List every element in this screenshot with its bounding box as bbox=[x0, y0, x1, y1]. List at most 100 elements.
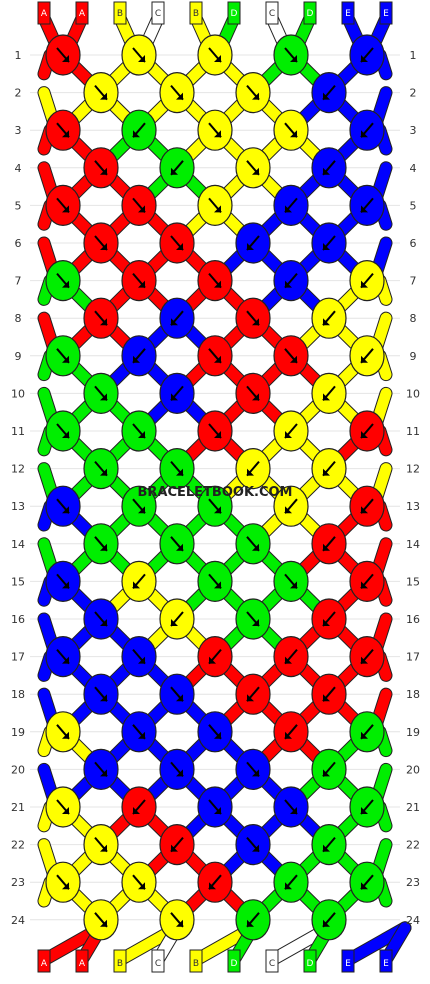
knot bbox=[197, 410, 233, 452]
arrow-head-icon bbox=[100, 393, 107, 401]
knot bbox=[349, 635, 385, 678]
knot bbox=[197, 109, 233, 151]
arrow-head-icon bbox=[323, 393, 330, 401]
arrow-head-icon bbox=[133, 355, 140, 363]
arrow-head-icon bbox=[214, 581, 221, 589]
strand-label-top: C bbox=[155, 9, 161, 19]
arrow-head-icon bbox=[176, 769, 183, 777]
arrow-head-icon bbox=[62, 506, 69, 514]
strand-bottom-tail bbox=[189, 949, 203, 973]
knot bbox=[121, 560, 157, 603]
row-number-left: 18 bbox=[11, 688, 25, 701]
knot bbox=[273, 861, 309, 903]
knot bbox=[83, 899, 119, 941]
arrow-head-icon bbox=[247, 243, 254, 250]
strand-label-top: A bbox=[79, 9, 86, 19]
knot bbox=[45, 335, 81, 377]
knot bbox=[45, 560, 81, 603]
knot bbox=[197, 861, 233, 903]
arrow-head-icon bbox=[100, 694, 107, 702]
strand-bottom-tail bbox=[151, 949, 165, 973]
arrow-head-icon bbox=[62, 656, 69, 664]
arrow-head-icon bbox=[214, 280, 221, 288]
knot bbox=[159, 823, 195, 866]
knot bbox=[273, 34, 309, 76]
arrow-head-icon bbox=[285, 882, 292, 890]
arrow-head-icon bbox=[214, 55, 221, 62]
arrow-head-icon bbox=[133, 581, 140, 589]
arrow-head-icon bbox=[62, 731, 69, 739]
arrow-head-icon bbox=[361, 355, 368, 363]
row-number-left: 13 bbox=[11, 500, 25, 513]
row-number-left: 16 bbox=[11, 613, 25, 626]
row-number-right: 6 bbox=[410, 237, 417, 250]
knot bbox=[349, 34, 385, 76]
arrow-head-icon bbox=[252, 167, 259, 175]
strand-top-tail bbox=[189, 1, 203, 25]
arrow-head-icon bbox=[285, 431, 292, 438]
row-number-right: 9 bbox=[410, 350, 417, 363]
strand-bottom-tail bbox=[303, 949, 317, 973]
arrow-head-icon bbox=[176, 543, 183, 551]
knot bbox=[121, 184, 157, 226]
strand-top-tail bbox=[379, 1, 393, 25]
knot bbox=[121, 410, 157, 452]
arrow-head-icon bbox=[133, 807, 140, 814]
knot bbox=[159, 222, 195, 264]
knot bbox=[83, 673, 119, 715]
row-number-left: 5 bbox=[15, 199, 22, 212]
arrow-head-icon bbox=[323, 318, 330, 326]
row-number-right: 16 bbox=[406, 613, 420, 626]
knot bbox=[197, 184, 233, 226]
strand-label-bottom: A bbox=[41, 959, 48, 969]
row-number-left: 7 bbox=[15, 275, 22, 288]
knot bbox=[273, 410, 309, 452]
arrow-head-icon bbox=[100, 167, 107, 175]
strand-top-tail bbox=[341, 1, 355, 25]
knot bbox=[197, 560, 233, 603]
knot bbox=[349, 485, 385, 527]
arrow-head-icon bbox=[361, 431, 368, 438]
knot bbox=[159, 673, 195, 715]
knot bbox=[83, 297, 119, 339]
arrow-head-icon bbox=[100, 919, 107, 927]
knot bbox=[45, 485, 81, 527]
row-number-right: 13 bbox=[406, 500, 420, 513]
knot bbox=[121, 260, 157, 302]
arrow-head-icon bbox=[323, 769, 330, 777]
strand-label-bottom: E bbox=[383, 959, 389, 969]
knot bbox=[197, 485, 233, 527]
arrow-head-icon bbox=[171, 844, 178, 852]
knot bbox=[121, 34, 157, 76]
arrow-head-icon bbox=[323, 92, 330, 100]
knot bbox=[273, 109, 309, 151]
arrow-head-icon bbox=[361, 581, 368, 589]
strand-top-tail bbox=[303, 1, 317, 25]
arrow-head-icon bbox=[176, 694, 183, 702]
arrow-head-icon bbox=[138, 280, 145, 288]
arrow-head-icon bbox=[252, 318, 259, 326]
strand-label-bottom: A bbox=[79, 959, 86, 969]
arrow-head-icon bbox=[62, 355, 69, 363]
knot bbox=[83, 823, 119, 866]
knot bbox=[311, 523, 347, 565]
knot bbox=[235, 71, 271, 114]
row-number-right: 5 bbox=[410, 199, 417, 212]
arrow-head-icon bbox=[133, 130, 140, 138]
knot bbox=[273, 635, 309, 678]
knot bbox=[349, 260, 385, 302]
knot bbox=[45, 109, 81, 151]
row-number-right: 18 bbox=[406, 688, 420, 701]
strand-label-top: E bbox=[383, 9, 389, 19]
arrow-head-icon bbox=[214, 731, 221, 739]
arrow-head-icon bbox=[214, 506, 221, 514]
strand-label-bottom: C bbox=[155, 959, 161, 969]
arrow-head-icon bbox=[214, 355, 221, 363]
knot bbox=[197, 260, 233, 302]
strand-label-bottom: D bbox=[231, 959, 238, 969]
knot bbox=[197, 786, 233, 828]
arrow-head-icon bbox=[323, 243, 330, 250]
knot bbox=[159, 899, 195, 941]
row-number-left: 11 bbox=[11, 425, 25, 438]
